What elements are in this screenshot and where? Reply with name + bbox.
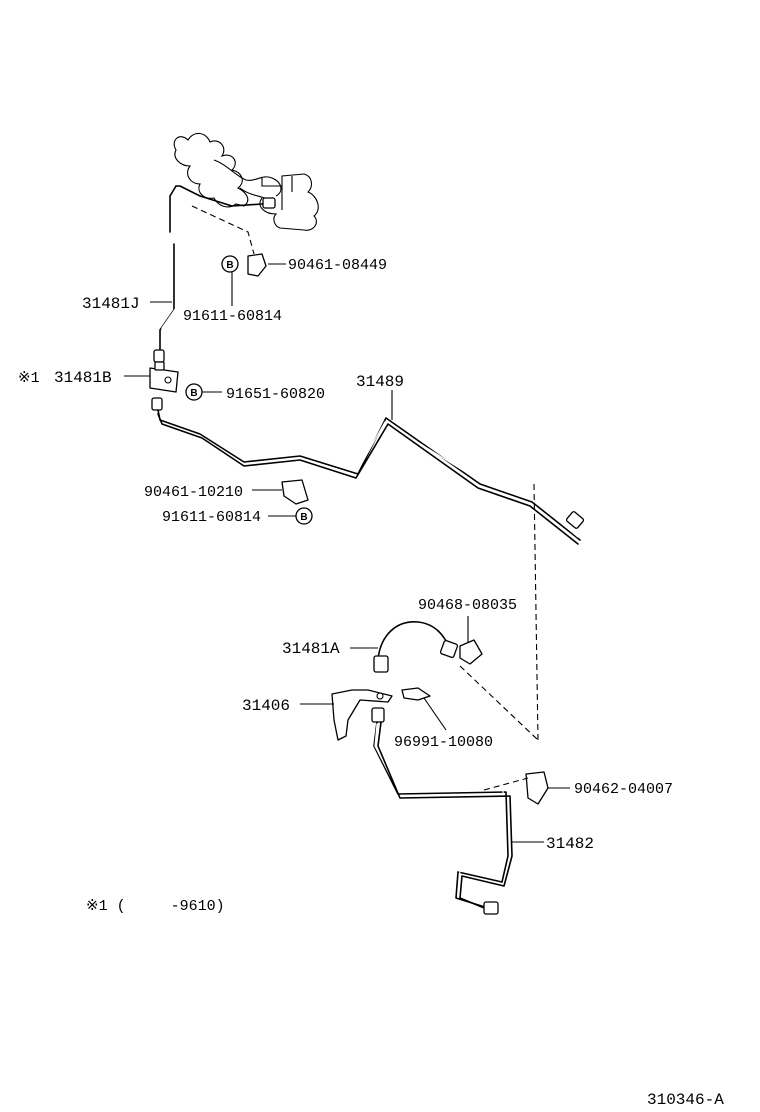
label-31481A: 31481A [282,640,340,658]
flare-nut-31482 [483,901,499,915]
pipe-31482 [371,707,513,915]
dashed-leader-4 [483,777,529,791]
badge-b-2: B [185,383,203,401]
label-90462-04007: 90462-04007 [574,781,673,798]
dashed-leader-3 [459,665,539,741]
label-96991-10080: 96991-10080 [394,734,493,751]
figure-code: 310346-A [647,1091,724,1109]
label-91611-60814-b: 91611-60814 [162,509,261,526]
svg-text:B: B [226,260,233,271]
pipe-31489 [157,409,585,545]
leader-lines [124,263,570,843]
label-90468-08035: 90468-08035 [418,597,517,614]
label-90461-10210: 90461-10210 [144,484,243,501]
label-91611-60814-a: 91611-60814 [183,308,282,325]
hose-fitting-lower [373,655,389,673]
svg-text:B: B [300,512,307,523]
badge-b-3: B [295,507,313,525]
label-31481J: 31481J [82,295,140,313]
label-31489: 31489 [356,373,404,391]
label-31481B: 31481B [54,369,112,387]
label-91651-60820: 91651-60820 [226,386,325,403]
hose-fitting-upper [439,639,459,659]
hose-31481A [373,621,459,673]
flare-nut-31489 [565,511,585,529]
label-90461-08449: 90461-08449 [288,257,387,274]
svg-text:B: B [190,388,197,399]
clip-90461-08449 [247,253,267,277]
clip-96991-10080 [401,687,431,701]
flare-nut-top [262,197,276,209]
label-31482: 31482 [546,835,594,853]
badge-b-1: B [221,255,239,273]
dashed-leader-2 [533,483,539,741]
label-31406: 31406 [242,697,290,715]
label-note-mark: ※1 [18,370,40,387]
flare-nut-j [153,349,165,363]
footnote: ※1 ( -9610) [86,898,225,915]
clip-90462-04007 [525,771,549,805]
dashed-leader-1 [191,205,255,255]
clip-90461-10210 [281,479,309,505]
bracket-31406 [331,689,393,741]
union-31481B [149,361,179,411]
clip-90468-08035 [459,639,483,665]
master-cylinder-outline [173,132,319,231]
pipe-31481J [153,185,276,363]
